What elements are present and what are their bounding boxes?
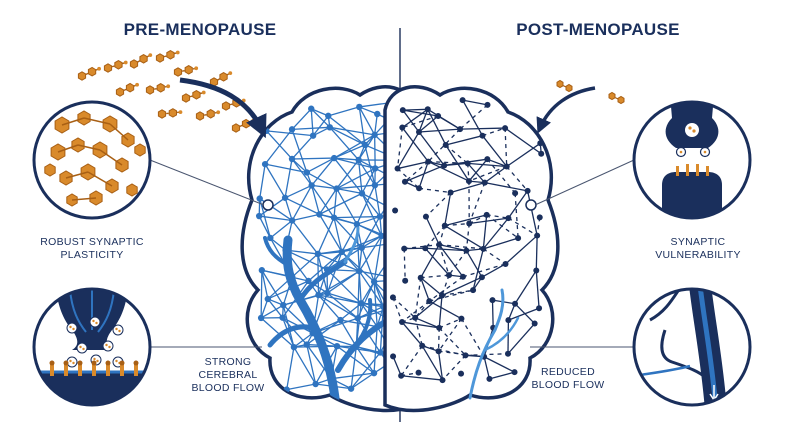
molecules-inset [32, 100, 152, 220]
robust-synapse-inset [32, 287, 152, 407]
pre-menopause-heading: PRE-MENOPAUSE [123, 20, 277, 39]
reduced-blood-flow-label: REDUCED BLOOD FLOW [531, 366, 605, 391]
strong-cerebral-blood-flow-label: STRONG CEREBRAL BLOOD FLOW [191, 356, 265, 394]
synapse-icon [662, 102, 722, 218]
connector-lines [149, 159, 635, 348]
robust-synaptic-plasticity-label: ROBUST SYNAPTIC PLASTICITY [40, 236, 144, 261]
vulnerable-synapse-inset [632, 100, 752, 220]
post-menopause-heading: POST-MENOPAUSE [516, 20, 680, 39]
hormone-molecules-icon [77, 50, 255, 133]
vessel-icon [468, 288, 520, 400]
arrow-icon [536, 86, 596, 134]
arrow-icon [179, 77, 267, 139]
reduced-flow-inset [632, 287, 752, 407]
neural-network-icon [389, 97, 545, 384]
hormone-molecules-icon [556, 79, 625, 105]
synaptic-vulnerability-label: SYNAPTIC VULNERABILITY [655, 236, 741, 261]
post-menopause-brain [383, 85, 560, 413]
